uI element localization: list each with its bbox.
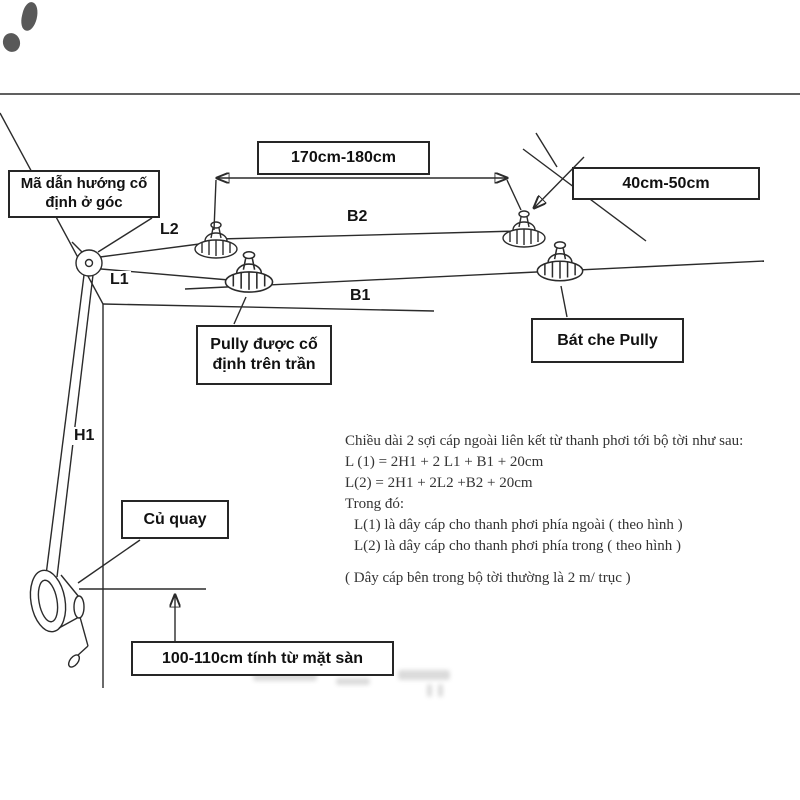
top-dimension-arrow [213,178,522,231]
winch [29,569,89,668]
segment-label-b1: B1 [348,287,373,305]
ceiling-pulley-outer-right [536,241,584,282]
ceiling-wall-edge [102,303,435,312]
note-explain-l1: L(1) là dây cáp cho thanh phơi phía ngoà… [354,517,683,533]
note-formula-l2: L(2) = 2H1 + 2L2 +B2 + 20cm [345,475,533,491]
crank-arm [79,616,89,647]
jpeg-artifact [398,670,450,680]
cable-length-notes: Chiều dài 2 sợi cáp ngoài liên kết từ th… [345,431,770,589]
ceiling-pulley-outer-left [224,250,274,293]
segment-label-l1: L1 [108,271,131,289]
note-explain-l2: L(2) là dây cáp cho thanh phơi phía tron… [354,538,682,554]
top-dimension-label-box: 170cm-180cm [257,141,430,175]
ceiling-pulley-inner-right [502,210,546,248]
cable-l1 [100,268,230,281]
cable-b2 [218,230,519,240]
guide-corner-label-box: Mã dẫn hướng cố định ở góc [8,170,160,218]
jpeg-artifact [336,678,370,685]
winch-label-box: Củ quay [121,500,229,539]
jpeg-artifact [253,673,317,681]
crank-bend [76,645,89,657]
leader-cuquay-box [77,539,141,584]
note-where: Trong đó: [345,496,405,512]
crank-grip [67,654,81,668]
pulley-fixed-label-box: Pully được cố định trên trần [196,325,332,385]
cable-b1 [184,260,765,290]
ceiling-offset-label-box: 40cm-50cm [572,167,760,200]
leader-bat-box [560,285,568,318]
leader-pully-box [233,296,247,325]
ceiling-pulley-inner-left [194,221,238,259]
cable-l2 [99,242,208,258]
segment-label-l2: L2 [158,221,181,239]
leader-guide-box [97,217,153,253]
note-inner-cable: ( Dây cáp bên trong bộ tời thường là 2 m… [345,570,631,586]
corner-guide-pulley [71,241,103,277]
h1-cables [45,274,94,578]
segment-label-b2: B2 [345,208,370,226]
note-intro: Chiều dài 2 sợi cáp ngoài liên kết từ th… [345,433,744,449]
pulley-cover-label-box: Bát che Pully [531,318,684,363]
jpeg-artifact [427,684,432,697]
note-formula-l1: L (1) = 2H1 + 2 L1 + B1 + 20cm [345,454,544,470]
floor-dimension-label-box: 100-110cm tính từ mặt sàn [131,641,394,676]
jpeg-artifact [438,684,443,697]
segment-label-h1: H1 [72,427,97,445]
